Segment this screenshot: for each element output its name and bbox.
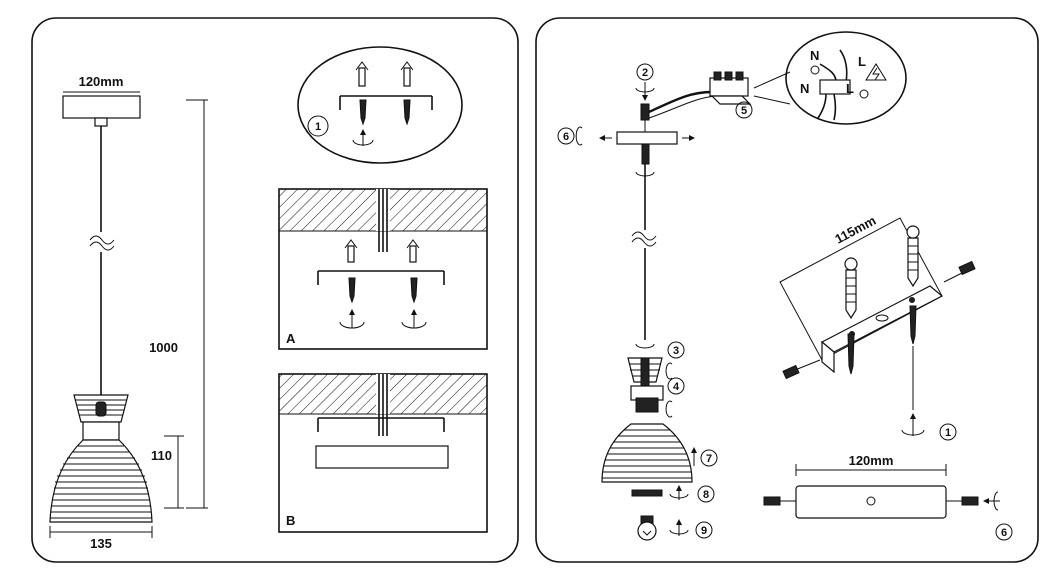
mains-cables xyxy=(378,189,388,252)
step-5-badge xyxy=(735,101,753,119)
canopy-plate xyxy=(315,445,449,469)
shade-height-label: 110 xyxy=(151,448,172,463)
lamp-holder-collar xyxy=(82,421,120,441)
mounting-bracket-detail: 115mm 1 xyxy=(779,213,976,441)
detail-a-panel: A xyxy=(278,188,488,350)
wall-plug-left xyxy=(358,67,366,87)
exploded-pendant-assembly: 2 6 3 4 xyxy=(557,63,718,541)
ceiling-canopy xyxy=(62,95,141,119)
shade-width-label: 135 xyxy=(90,536,112,551)
step-4-number: 4 xyxy=(673,381,680,393)
step-2-number: 2 xyxy=(642,67,648,79)
power-wire xyxy=(648,90,713,114)
screw-a-left xyxy=(348,277,356,304)
shade-ring xyxy=(631,489,663,497)
step-2-badge xyxy=(636,63,654,81)
electric-hazard-icon xyxy=(865,63,887,81)
plug-a-left xyxy=(347,245,355,263)
canopy-width-label-right: 120mm xyxy=(849,453,894,468)
bracket-wall-plug-right xyxy=(906,225,920,288)
wire-n-label-bottom: N xyxy=(800,81,809,96)
right-panel-frame xyxy=(535,17,1039,563)
wire-l-label-bottom: L xyxy=(846,81,854,96)
step-9-number: 9 xyxy=(701,525,707,537)
screw-left xyxy=(359,99,367,126)
wall-plug-right xyxy=(403,67,411,87)
rotate-arrow-icon xyxy=(339,321,365,329)
bracket-screw-right xyxy=(909,305,917,345)
side-screw-left xyxy=(782,364,800,380)
terminal-block xyxy=(709,77,749,97)
canopy-front-view: 120mm 6 xyxy=(763,453,1013,541)
light-bulb-icon xyxy=(637,521,657,541)
step-1-number: 1 xyxy=(315,121,321,133)
step-4-badge xyxy=(667,377,685,395)
lower-shade-ribs xyxy=(602,429,692,479)
screw-a-right xyxy=(410,277,418,304)
step-7-badge xyxy=(700,449,718,467)
terminal-block-connection: 5 xyxy=(648,71,791,119)
wire-n-label-top: N xyxy=(810,48,819,63)
threaded-nut xyxy=(640,103,650,121)
step-6-top-number: 6 xyxy=(563,131,569,143)
step-3-badge xyxy=(667,341,685,359)
step-9-badge xyxy=(695,521,713,539)
detail-a-label: A xyxy=(286,331,296,346)
step-1-anchor-detail: 1 xyxy=(297,46,463,164)
step-5-number: 5 xyxy=(741,105,747,117)
canopy-body xyxy=(795,485,947,519)
canopy-cable-grip xyxy=(94,117,108,127)
wiring-detail-bubble: N L N L xyxy=(785,31,907,125)
mains-cables xyxy=(378,374,388,436)
step-8-badge xyxy=(697,485,715,503)
detail-b-label: B xyxy=(286,513,295,528)
left-panel-frame xyxy=(31,17,519,563)
step-7-number: 7 xyxy=(706,453,712,465)
canopy-plate-side xyxy=(616,131,678,145)
wiring-terminal-block xyxy=(819,79,851,95)
lower-shade-ribs xyxy=(50,445,152,519)
rotate-arrow-icon xyxy=(665,400,673,418)
total-height-label: 1000 xyxy=(149,340,178,355)
step-6-top-badge xyxy=(557,127,575,145)
side-screw-right xyxy=(958,260,976,276)
step-3-number: 3 xyxy=(673,345,679,357)
cable-break-symbol-top xyxy=(89,235,115,245)
rotate-arrow-icon xyxy=(401,321,427,329)
canopy-screw-right xyxy=(961,496,979,506)
plug-a-right xyxy=(409,245,417,263)
step-6-bottom-number: 6 xyxy=(1001,527,1007,539)
lower-shade xyxy=(49,439,153,523)
rotate-arrow-icon xyxy=(352,139,374,146)
bracket-wall-plug-left xyxy=(844,257,858,320)
canopy-screw-left xyxy=(763,496,781,506)
step-8-number: 8 xyxy=(703,489,709,501)
cable-break-symbol-bottom xyxy=(89,241,115,251)
bracket-screw-left xyxy=(847,333,855,375)
cable-grip xyxy=(641,143,650,165)
e27-lamp-holder xyxy=(635,397,659,413)
rotate-arrow-icon xyxy=(575,126,583,146)
step-6-bottom-badge xyxy=(995,523,1013,541)
step-1-right-number: 1 xyxy=(945,427,951,439)
step-1-badge xyxy=(307,115,329,137)
rotate-arrow-icon xyxy=(665,362,673,380)
mounting-bracket xyxy=(820,285,944,353)
step-1-right-badge xyxy=(939,423,957,441)
cable-connector xyxy=(95,401,107,417)
lower-shade xyxy=(601,423,693,483)
canopy-width-label: 120mm xyxy=(79,74,124,89)
detail-b-panel: B xyxy=(278,373,488,533)
screw-right xyxy=(403,99,411,126)
pendant-lamp-dimension-drawing: 120mm xyxy=(49,74,208,551)
wire-l-label-top: L xyxy=(858,54,866,69)
